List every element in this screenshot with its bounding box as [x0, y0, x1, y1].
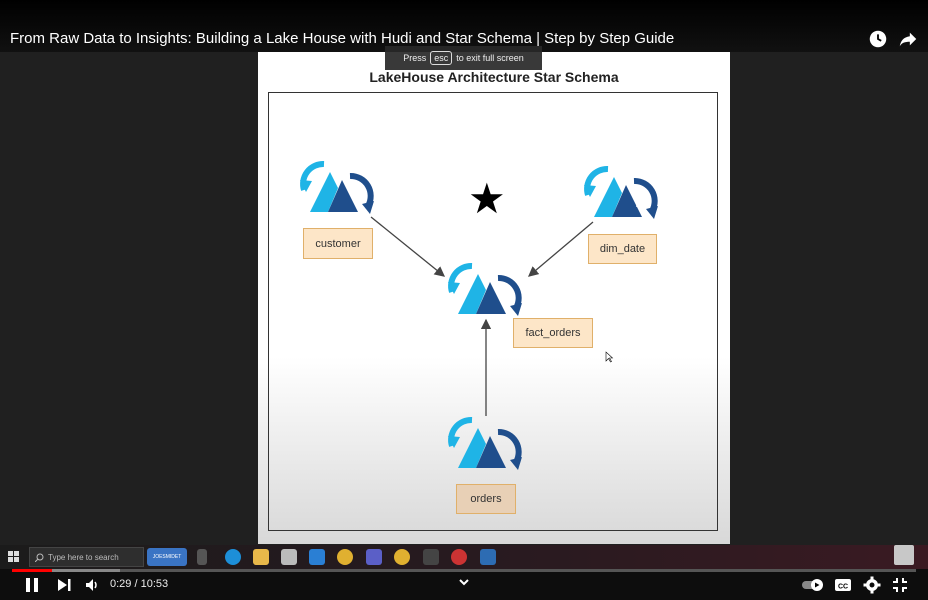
store-icon[interactable] [281, 549, 297, 565]
teams-icon[interactable] [366, 549, 382, 565]
progress-buffered [12, 569, 121, 572]
hudi-logo-icon-orders [448, 417, 522, 470]
windows-taskbar: Type here to search JOESMIDET [0, 545, 928, 569]
duration: 10:53 [140, 578, 169, 590]
hint-prefix: Press [403, 53, 427, 63]
time-separator: / [134, 578, 138, 590]
recorder-icon[interactable] [451, 549, 467, 565]
watch-later-icon[interactable] [867, 28, 889, 50]
search-placeholder: Type here to search [48, 552, 119, 562]
hudi-logo-icon-dim-date [584, 166, 658, 219]
diagram-frame [268, 92, 718, 531]
pause-icon[interactable] [23, 576, 41, 594]
edge-icon[interactable] [225, 549, 241, 565]
current-time: 0:29 [110, 578, 132, 590]
node-orders: orders [456, 484, 516, 514]
slide-title: LakeHouse Architecture Star Schema [369, 69, 619, 85]
chrome-icon-2[interactable] [394, 549, 410, 565]
volume-icon[interactable] [83, 576, 101, 594]
hand-cursor-icon [636, 196, 647, 207]
fullscreen-exit-hint: Press esc to exit full screen [385, 46, 542, 70]
video-top-bar: From Raw Data to Insights: Building a La… [0, 0, 928, 52]
arrow-dimdate-to-fact [528, 221, 594, 277]
progress-played [12, 569, 52, 572]
exit-fullscreen-icon[interactable] [891, 576, 909, 594]
windows-icon[interactable] [8, 551, 20, 563]
star-icon: ★ [468, 175, 506, 222]
taskbar-search-box[interactable]: Type here to search [29, 547, 144, 567]
share-icon[interactable] [897, 28, 919, 50]
photos-icon[interactable] [480, 549, 496, 565]
autoplay-toggle-icon[interactable] [800, 576, 826, 594]
file-explorer-icon[interactable] [253, 549, 269, 565]
mail-icon[interactable] [309, 549, 325, 565]
terminal-icon[interactable] [423, 549, 439, 565]
subscribe-watermark-icon[interactable] [894, 545, 914, 565]
chrome-icon[interactable] [337, 549, 353, 565]
hudi-logo-icon-fact-orders [448, 263, 522, 316]
hint-suffix: to exit full screen [456, 53, 524, 63]
taskbar-widget-badge[interactable]: JOESMIDET [147, 548, 187, 566]
settings-gear-icon[interactable] [863, 576, 881, 594]
hudi-logo-icon-customer [300, 161, 374, 214]
next-icon[interactable] [55, 576, 73, 594]
esc-key: esc [430, 51, 453, 65]
node-dim-date: dim_date [588, 234, 657, 264]
video-title[interactable]: From Raw Data to Insights: Building a La… [10, 30, 675, 47]
chevron-down-icon[interactable] [455, 573, 473, 591]
task-view-icon[interactable] [197, 549, 207, 565]
search-icon [35, 553, 44, 562]
player-controls: 0:29 / 10:53 CC [0, 569, 928, 600]
node-customer: customer [303, 228, 373, 259]
progress-bar[interactable] [12, 569, 916, 572]
mouse-cursor-icon [605, 351, 614, 363]
captions-icon[interactable]: CC [834, 576, 852, 594]
svg-text:CC: CC [838, 584, 848, 591]
time-display: 0:29 / 10:53 [110, 578, 168, 590]
arrow-customer-to-fact [370, 216, 446, 277]
node-fact-orders: fact_orders [513, 318, 593, 348]
